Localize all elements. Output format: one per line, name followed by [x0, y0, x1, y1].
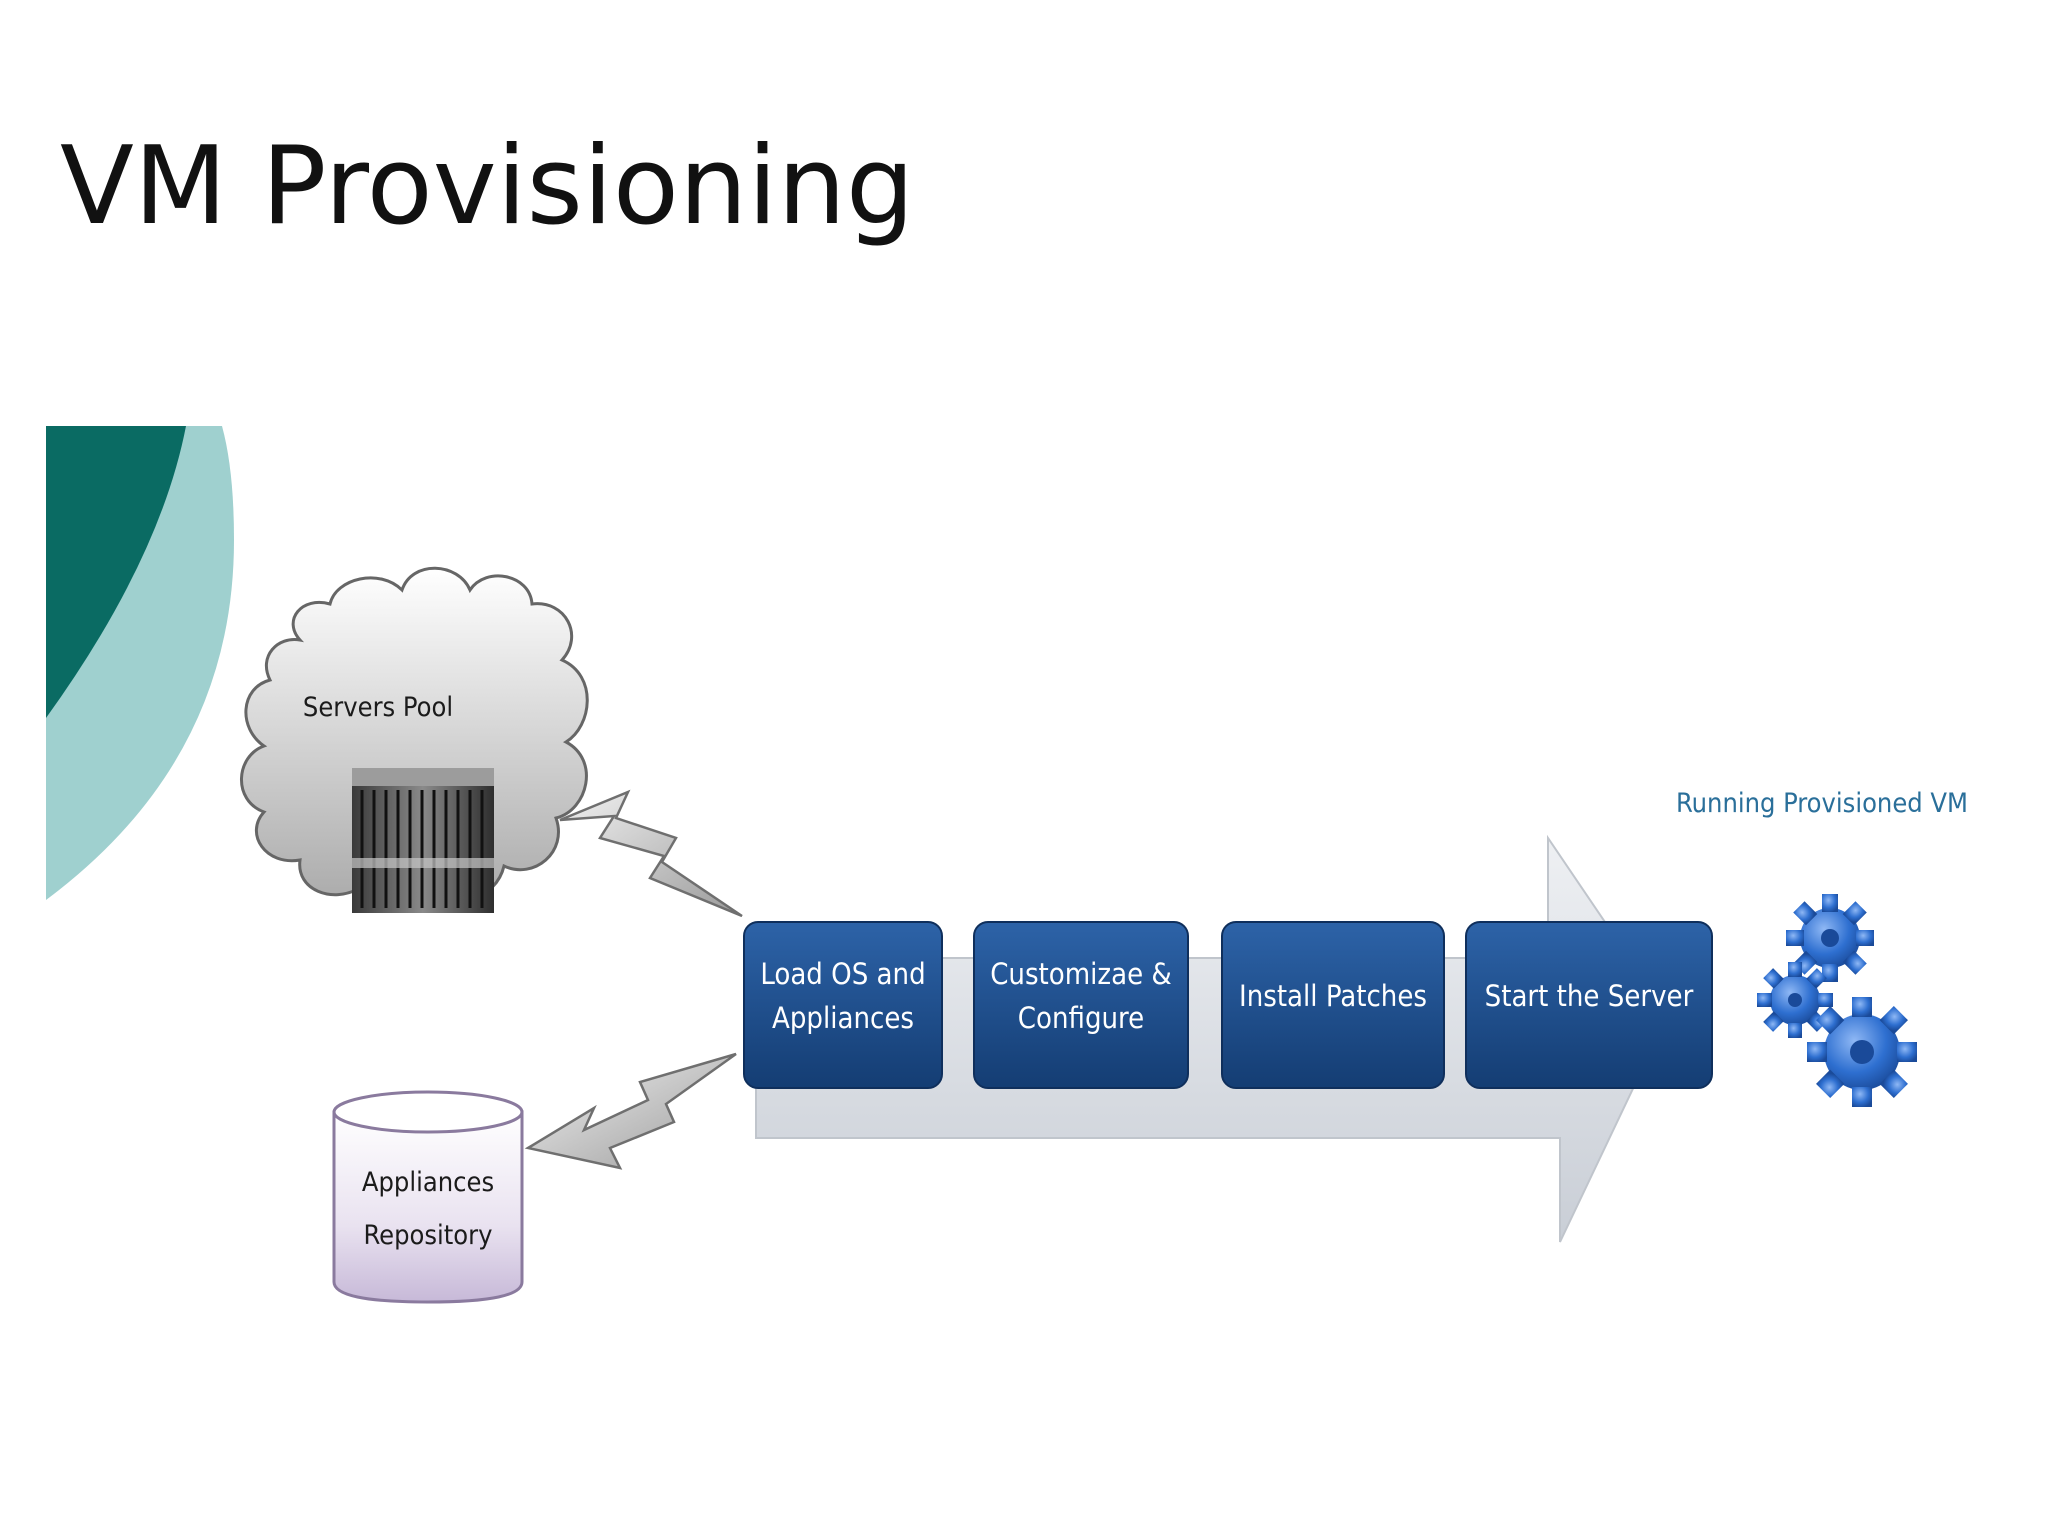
- step-label: Install Patches: [1239, 979, 1427, 1013]
- step-label: Configure: [1018, 1001, 1144, 1035]
- running-provisioned-vm-label: Running Provisioned VM: [1676, 788, 1968, 819]
- step-box-start-server: Start the Server: [1465, 921, 1713, 1089]
- servers-pool-cloud: Servers Pool: [240, 566, 589, 913]
- appliances-repository-cylinder: Appliances Repository: [332, 1090, 524, 1304]
- decorative-side-shape: [46, 426, 234, 900]
- step-label: Appliances: [772, 1001, 914, 1035]
- step-label: Customizae &: [990, 957, 1172, 991]
- step-box-install-patches: Install Patches: [1221, 921, 1445, 1089]
- appliances-repository-label-line1: Appliances: [362, 1167, 494, 1198]
- step-label: Start the Server: [1485, 979, 1694, 1013]
- server-rack-icon: [352, 768, 494, 913]
- lightning-bolt-icon: [524, 1052, 737, 1170]
- servers-pool-label: Servers Pool: [303, 692, 453, 723]
- appliances-repository-label-line2: Repository: [363, 1220, 492, 1251]
- page-title: VM Provisioning: [60, 124, 915, 249]
- lightning-bolt-icon: [559, 789, 743, 918]
- step-box-customize-configure: Customizae & Configure: [973, 921, 1189, 1089]
- step-label: Load OS and: [760, 957, 925, 991]
- gears-icon: [1757, 894, 1917, 1107]
- step-box-load-os: Load OS and Appliances: [743, 921, 943, 1089]
